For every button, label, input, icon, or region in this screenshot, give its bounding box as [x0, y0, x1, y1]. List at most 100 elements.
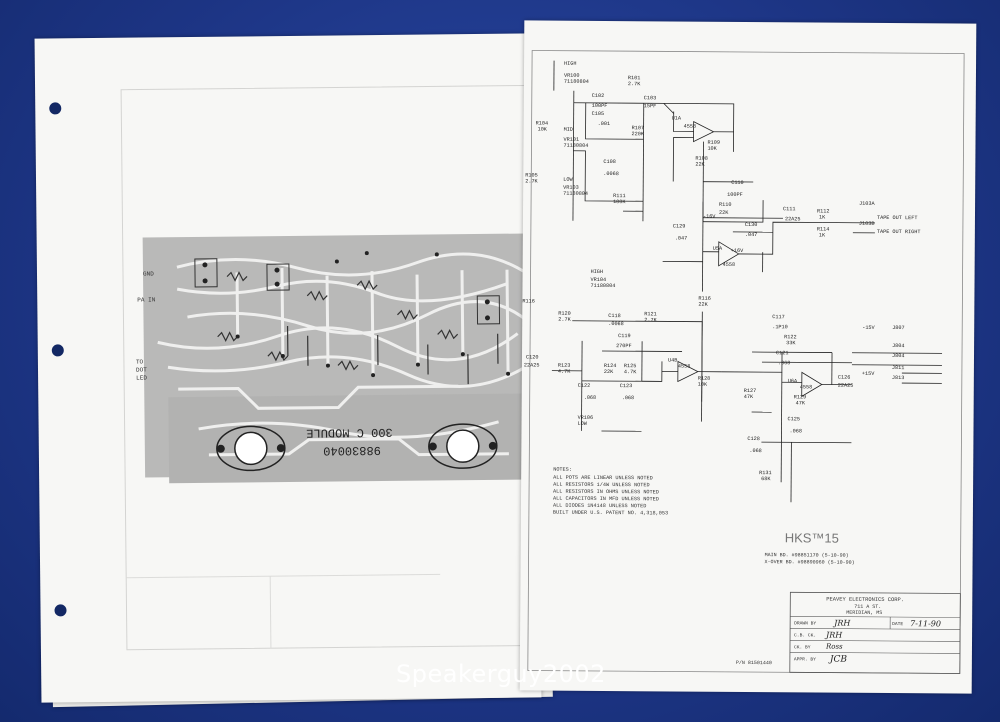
c102-label: C102 — [592, 93, 604, 99]
r127-value: 47K — [744, 394, 754, 400]
note-3: ALL RESISTORS IN OHMS UNLESS NOTED — [553, 489, 659, 496]
r127-label: R127 — [744, 388, 756, 394]
r129-label: R129 — [794, 394, 806, 400]
note-1: ALL POTS ARE LINEAR UNLESS NOTED — [553, 475, 653, 482]
r116-label: R116 — [698, 296, 710, 302]
c110-label: C110 — [731, 180, 743, 186]
u4b-label: U4B — [668, 357, 677, 363]
right-page: HIGH VR100 71180804 R101 2.7K C102 100PF… — [519, 20, 977, 694]
power-transistor-right — [428, 423, 498, 469]
r110-label: R110 — [719, 202, 731, 208]
cb-ck-value: JRH — [824, 631, 843, 640]
vr100-code: 71180804 — [564, 79, 589, 85]
c121-label: C121 — [776, 350, 788, 356]
vr103-code: 71180804 — [563, 191, 588, 197]
schematic-title: HKS™15 — [785, 530, 839, 545]
r121-label: R121 — [644, 311, 656, 317]
jack3-label: J804 — [892, 353, 904, 359]
vr100-label: VR100 — [564, 73, 580, 79]
c105-value: .001 — [598, 121, 610, 127]
note-4: ALL CAPACITORS IN MFD UNLESS NOTED — [553, 496, 659, 503]
high2-label: HIGH — [591, 269, 603, 275]
c128-value: .068 — [749, 448, 761, 454]
date-label: DATE — [892, 621, 903, 627]
tape-out-right-label: TAPE OUT RIGHT — [877, 229, 921, 235]
main-bd-label: MAIN BD. #98851170 (5-10-90) — [765, 552, 849, 559]
pa-in-label: PA IN — [137, 296, 155, 303]
gnd-label: GND — [143, 270, 154, 277]
u5a-op: 4558 — [723, 262, 735, 268]
c123-label: C123 — [620, 383, 632, 389]
r125-label: R125 — [624, 363, 636, 369]
high-label: HIGH — [564, 61, 576, 67]
note-5: ALL DIODES 1N4148 UNLESS NOTED — [553, 503, 646, 510]
c103-value: 15PF — [644, 103, 656, 109]
r120-label: R120 — [558, 311, 570, 317]
j103a-label: J103A — [859, 201, 875, 207]
c117-value: .1P10 — [772, 324, 788, 330]
r110-value: 22K — [719, 210, 729, 216]
pcb-board: 300 C MODULE 98830040 — [142, 233, 540, 484]
jack2-label: J804 — [892, 343, 904, 349]
c118-value: .0068 — [608, 321, 624, 327]
jack5-label: J813 — [892, 375, 904, 381]
left-page: 300 C MODULE 98830040 GND PA IN TO DOT L… — [34, 33, 542, 703]
c122-value: .068 — [584, 395, 596, 401]
led-label: LED — [136, 374, 147, 381]
ck-by-label: CK. BY — [794, 644, 811, 650]
neg16-label: -16V — [703, 214, 716, 220]
pcb-part-number: 98830040 — [323, 443, 381, 458]
vr101-code: 71180804 — [563, 143, 588, 149]
r101-value: 2.7K — [628, 81, 641, 87]
r108-label: R108 — [695, 156, 707, 162]
neg-supply-label: -15V — [862, 325, 875, 331]
to-label: TO — [136, 359, 144, 366]
c119-value: 270PF — [616, 343, 632, 349]
u6a-op: 4558 — [800, 384, 812, 390]
r107-value: 220K — [632, 131, 645, 137]
xover-bd-label: X-OVER BD. #98890960 (5-10-90) — [765, 559, 855, 566]
r123-value: 4.7K — [558, 369, 571, 375]
r101-label: R101 — [628, 75, 640, 81]
r116-value: 22K — [698, 302, 708, 308]
company-address1: 711 A ST. — [854, 604, 881, 610]
c126-value: 22A25 — [838, 383, 854, 389]
pos16-label: +16V — [731, 248, 744, 254]
j103b-label: J103B — [859, 221, 875, 227]
r114-label: R114 — [817, 226, 829, 232]
ck-by-value: Ross — [825, 643, 843, 651]
u1a-op: 4558 — [684, 124, 696, 130]
notes-block: NOTES: ALL POTS ARE LINEAR UNLESS NOTED … — [553, 467, 668, 517]
photo-watermark: Speakerguy2002 — [396, 660, 606, 688]
vr103-label: VR103 — [563, 185, 579, 191]
schematic-wires — [551, 60, 943, 503]
pos-supply-label: +15V — [862, 371, 875, 377]
cb-ck-label: C.B. CK. — [794, 632, 816, 638]
title-block: PEAVEY ELECTRONICS CORP. 711 A ST. MERID… — [736, 591, 961, 674]
c120-label: C120 — [526, 354, 538, 360]
r108-value: 22K — [695, 162, 705, 168]
mid-label: MID — [564, 127, 573, 133]
r116-top-label: R116 — [522, 298, 534, 304]
vr104-label: VR104 — [591, 277, 607, 283]
r105-label: R105 — [525, 172, 537, 178]
low2-label: LOW — [578, 421, 588, 427]
part-number-label: P/N 81501440 — [736, 660, 772, 666]
r112-value: 1K — [819, 214, 826, 220]
company-address2: MERIDIAN, MS — [846, 610, 882, 616]
module-label: 300 C MODULE — [306, 425, 393, 440]
c118-label: C118 — [608, 313, 620, 319]
c111-value: 22A25 — [785, 216, 801, 222]
r105-value: 2.7K — [525, 178, 538, 184]
jack1-label: J807 — [892, 325, 904, 331]
r111-label: R111 — [613, 193, 625, 199]
note-2: ALL RESISTORS 1/4W UNLESS NOTED — [553, 482, 650, 489]
date-value: 7-11-90 — [910, 619, 941, 628]
r128-value: 10K — [698, 382, 708, 388]
c105-label: C105 — [592, 111, 604, 117]
binder-hole-bottom — [54, 604, 67, 617]
r124-value: 22K — [604, 369, 614, 375]
r114-value: 1K — [819, 232, 826, 238]
note-6: BUILT UNDER U.S. PATENT NO. 4,318,053 — [553, 510, 668, 517]
c102-value: 100PF — [592, 103, 608, 109]
